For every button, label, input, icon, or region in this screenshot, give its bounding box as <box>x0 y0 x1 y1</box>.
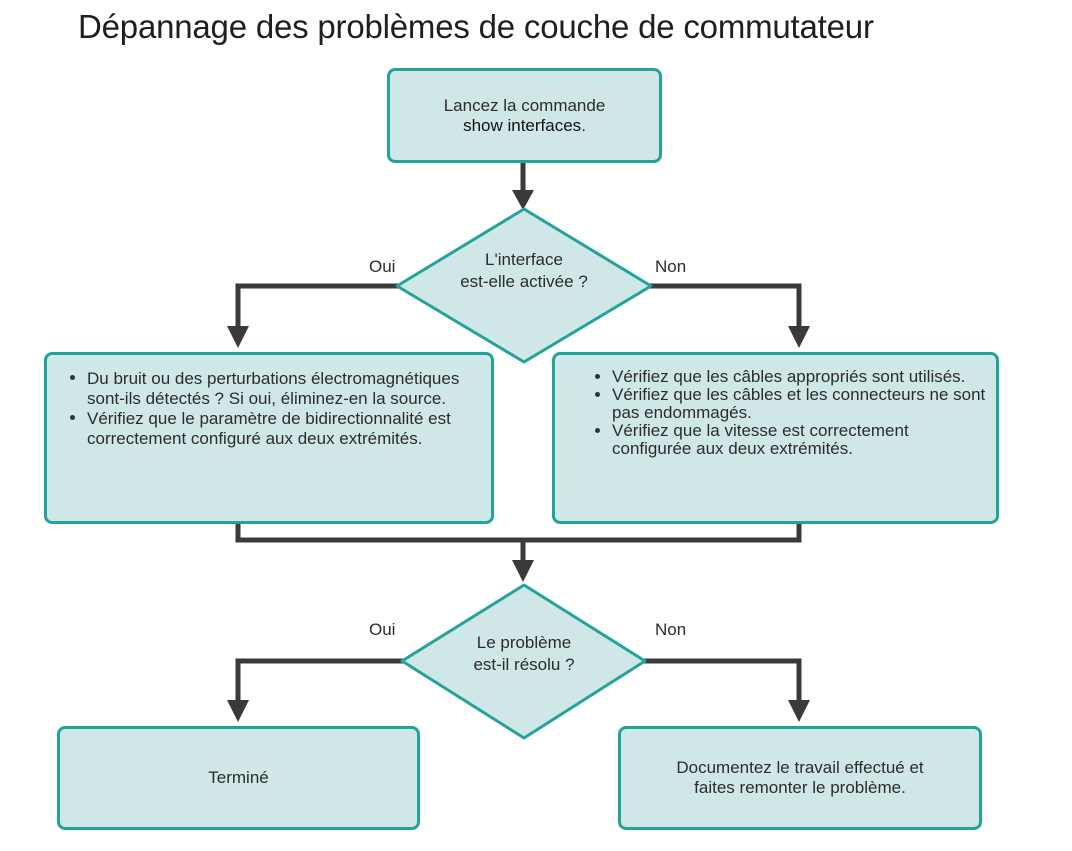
interface-down-item: Vérifiez que les câbles appropriés sont … <box>590 368 986 386</box>
arrowhead-to-end-yes <box>227 700 249 722</box>
end-escalate-line2: faites remonter le problème. <box>694 778 906 797</box>
decision1-line2: est-elle activée ? <box>460 272 588 291</box>
connector-no-box-merge <box>523 523 802 543</box>
interface-down-box: Vérifiez que les câbles appropriés sont … <box>552 352 999 524</box>
decision2-line1: Le problème <box>476 633 572 652</box>
start-box: Lancez la commande show interfaces. <box>387 68 662 163</box>
interface-up-box: Du bruit ou des perturbations électromag… <box>44 352 494 524</box>
interface-down-item: Vérifiez que les câbles et les connecteu… <box>590 386 986 422</box>
interface-up-item: Vérifiez que le paramètre de bidirection… <box>65 409 479 449</box>
interface-up-item: Du bruit ou des perturbations électromag… <box>65 369 479 409</box>
arrowhead-to-decision1 <box>512 190 534 210</box>
interface-down-list: Vérifiez que les câbles appropriés sont … <box>590 368 986 458</box>
diagram-title: Dépannage des problèmes de couche de com… <box>78 8 874 45</box>
decision1-yes-label: Oui <box>369 257 396 276</box>
connector-yes-box-merge <box>235 523 523 543</box>
decision1-no-label: Non <box>655 257 687 276</box>
decision2-yes-label: Oui <box>369 620 396 639</box>
arrowhead-to-end-no <box>788 700 810 722</box>
end-escalate-line1: Documentez le travail effectué et <box>676 758 924 777</box>
decision2-no-label: Non <box>655 620 687 639</box>
arrowhead-to-no-box <box>788 326 810 348</box>
decision1-text: L'interface est-elle activée ? <box>424 249 624 293</box>
connector-decision1-yes <box>235 283 398 330</box>
end-resolved-box: Terminé <box>57 726 420 830</box>
decision2-text: Le problème est-il résolu ? <box>424 632 624 676</box>
interface-up-list: Du bruit ou des perturbations électromag… <box>65 369 479 449</box>
arrowhead-to-decision2 <box>512 560 534 582</box>
end-escalate-box: Documentez le travail effectué et faites… <box>618 726 982 830</box>
decision1-line1: L'interface <box>485 250 563 269</box>
connector-decision2-yes <box>235 658 404 705</box>
decision1-diamond <box>395 207 653 364</box>
connector-decision2-no <box>643 658 802 705</box>
end-resolved-text: Terminé <box>208 768 269 787</box>
connector-decision1-no <box>650 283 802 330</box>
decision2-diamond <box>400 583 647 740</box>
start-command: show interfaces <box>463 115 582 135</box>
interface-down-item: Vérifiez que la vitesse est correctement… <box>590 422 986 458</box>
start-suffix: . <box>581 115 586 135</box>
decision2-line2: est-il résolu ? <box>473 655 575 674</box>
start-line1: Lancez la commande <box>443 95 606 115</box>
arrowhead-to-yes-box <box>227 326 249 348</box>
